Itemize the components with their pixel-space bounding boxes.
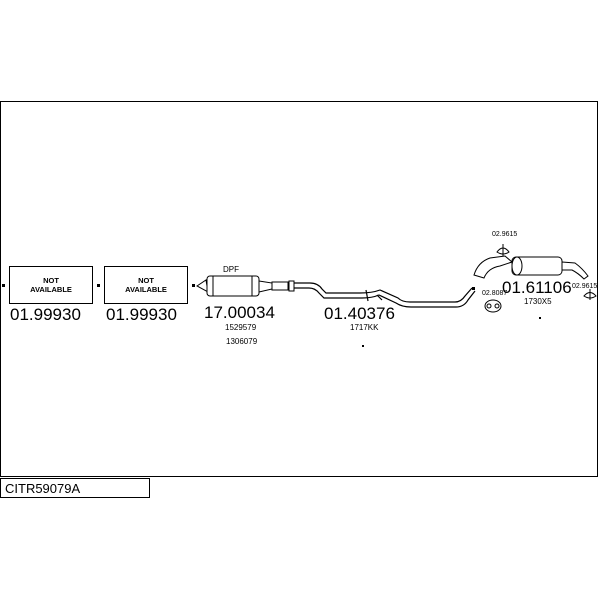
not-available-box-1: NOT AVAILABLE bbox=[9, 266, 93, 304]
fitting-number-2: 02.8087 bbox=[482, 290, 508, 297]
part-number-5: 01.61106 bbox=[502, 278, 572, 297]
na-line-2: AVAILABLE bbox=[125, 285, 167, 294]
diagram-frame bbox=[0, 101, 598, 477]
na-line-1: NOT bbox=[43, 276, 59, 285]
title-box: CITR59079A bbox=[0, 478, 150, 498]
system-code: CITR59079A bbox=[5, 481, 81, 496]
dpf-label: DPF bbox=[223, 265, 239, 274]
ref-number-3b: 1306079 bbox=[226, 337, 258, 346]
part-number-4: 01.40376 bbox=[324, 304, 395, 323]
na-line-2: AVAILABLE bbox=[30, 285, 72, 294]
part-number-1: 01.99930 bbox=[10, 305, 81, 324]
na-line-1: NOT bbox=[138, 276, 154, 285]
ref-number-4: 1717KK bbox=[350, 323, 379, 332]
fitting-number-3: 02.9615 bbox=[572, 283, 598, 290]
not-available-box-2: NOT AVAILABLE bbox=[104, 266, 188, 304]
ref-number-3a: 1529579 bbox=[225, 323, 257, 332]
part-number-2: 01.99930 bbox=[106, 305, 177, 324]
part-number-3: 17.00034 bbox=[204, 303, 275, 322]
ref-number-5: 1730X5 bbox=[524, 297, 552, 306]
fitting-number-1: 02.9615 bbox=[492, 231, 518, 238]
